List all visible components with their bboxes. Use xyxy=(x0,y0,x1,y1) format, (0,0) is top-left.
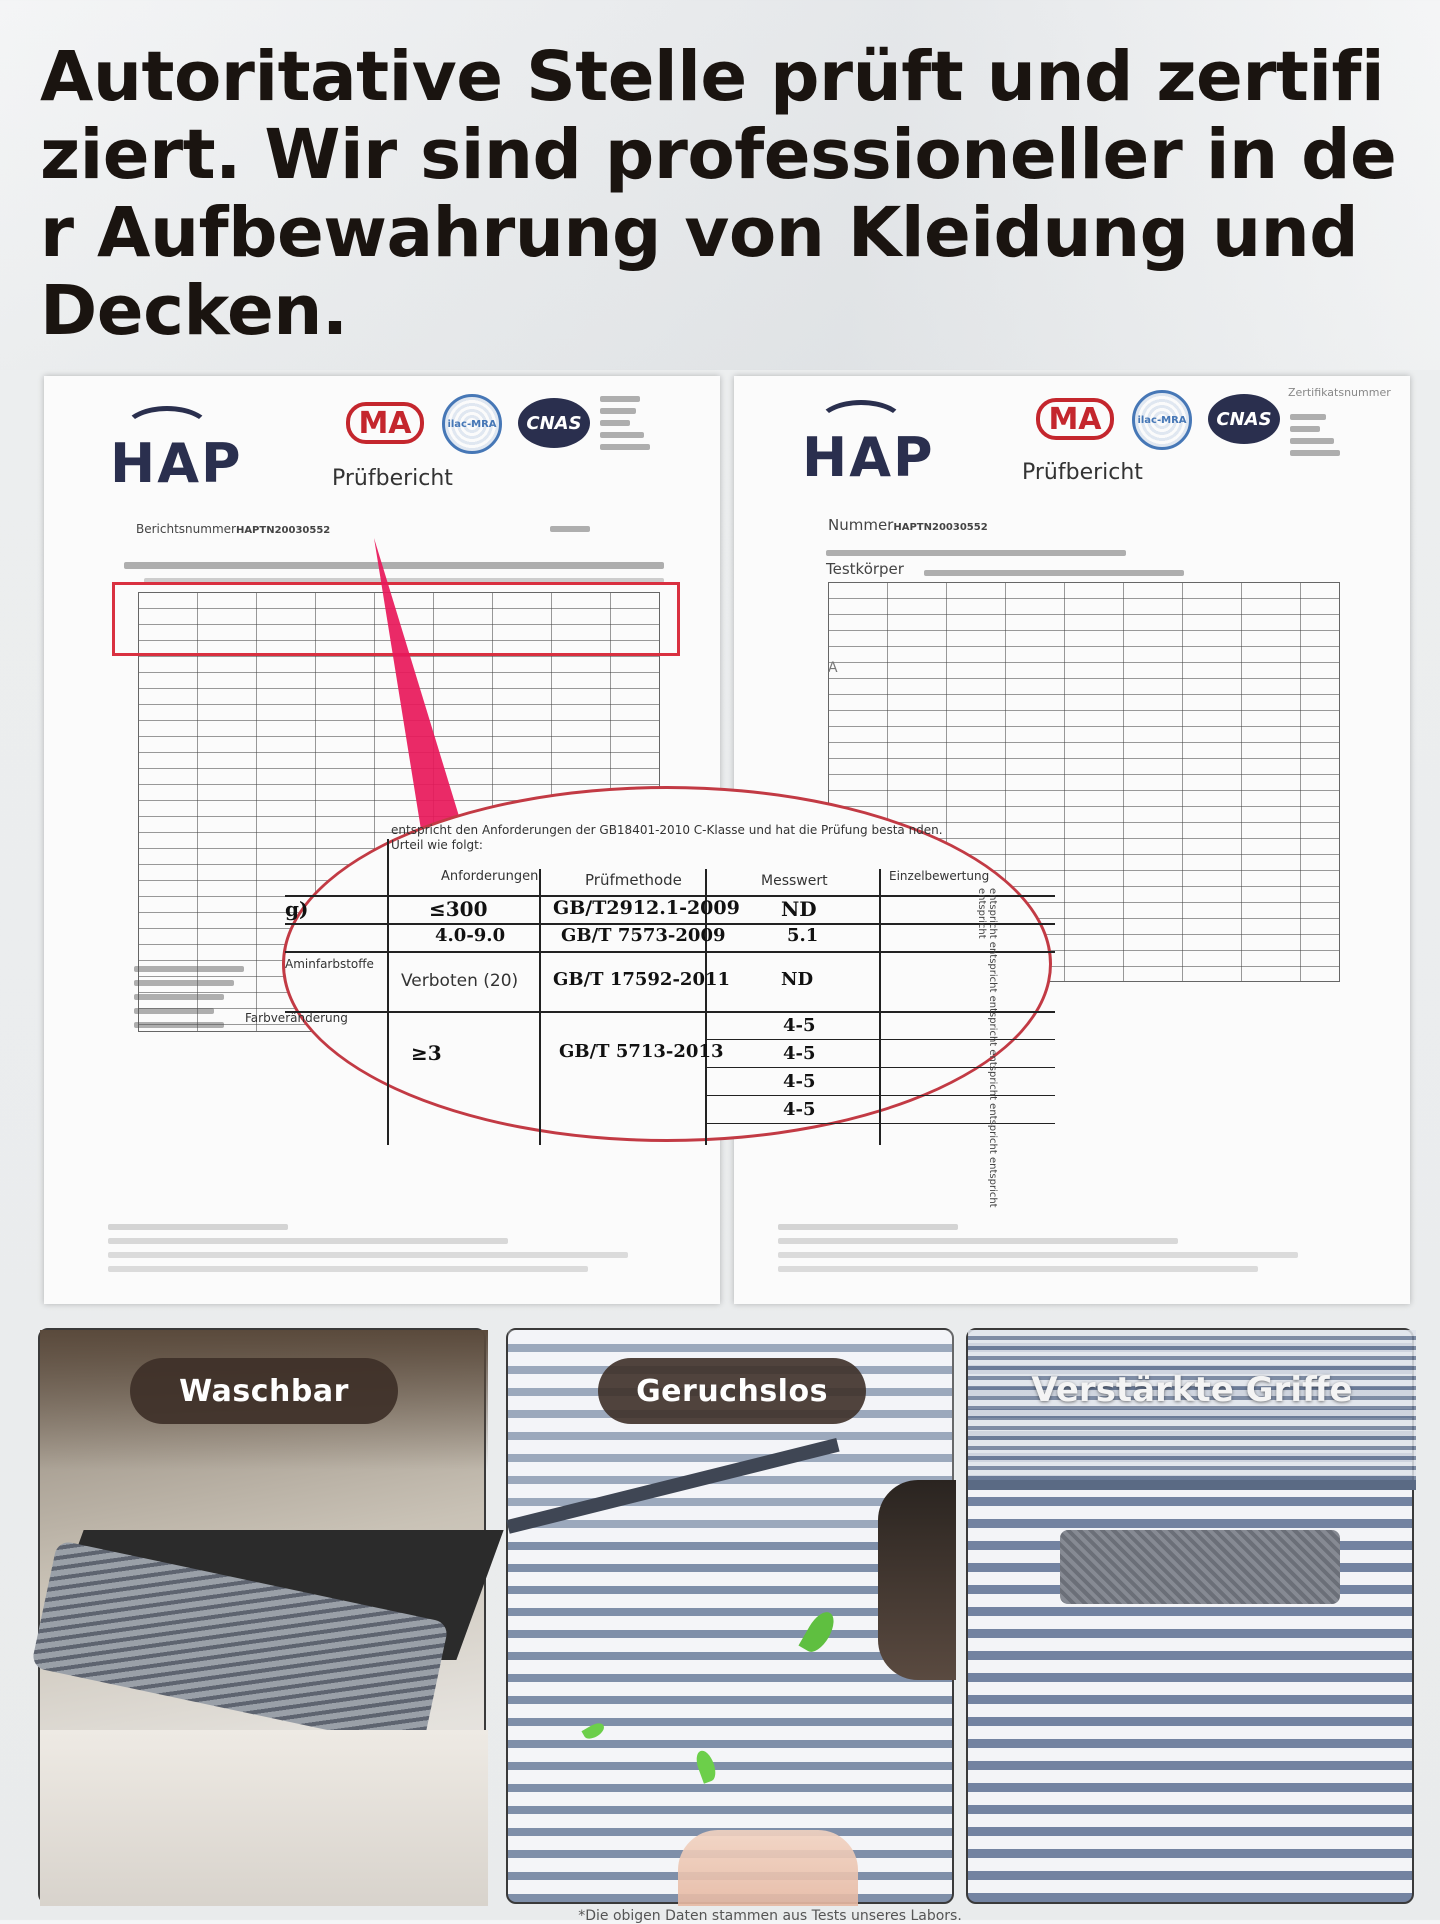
header-single-eval: Einzelbewertung xyxy=(889,869,990,883)
footer-text xyxy=(778,1216,1338,1280)
ilac-mra-logo: ilac-MRA xyxy=(1132,390,1192,450)
leaf-icon xyxy=(581,1720,607,1742)
row-line xyxy=(285,923,1055,925)
row-2-method: GB/T 7573-2009 xyxy=(561,925,726,946)
ilac-mra-logo: ilac-MRA xyxy=(442,394,502,454)
headline-line-3: r Aufbewahrung von Kleidung und xyxy=(40,193,1359,273)
counter-surface xyxy=(40,1730,488,1906)
row-1-method: GB/T2912.1-2009 xyxy=(553,897,740,919)
col-line xyxy=(879,869,881,1145)
magnifier-zoom: entspricht den Anforderungen der GB18401… xyxy=(245,786,1055,1145)
badge-reinforced-handles: Verstärkte Griffe xyxy=(1031,1370,1353,1410)
ma-logo: MA xyxy=(346,402,424,444)
cnas-logo: CNAS xyxy=(1208,394,1280,444)
hap-swoosh-icon xyxy=(816,400,906,450)
row-4-req: ≥3 xyxy=(411,1041,442,1065)
row-2-req: 4.0-9.0 xyxy=(435,925,506,946)
box-lid xyxy=(968,1330,1416,1480)
leaf-icon xyxy=(693,1748,719,1784)
header-measured: Messwert xyxy=(761,873,828,889)
headline-line-1: Autoritative Stelle prüft und zertifi xyxy=(40,37,1385,117)
footnote: *Die obigen Daten stammen aus Tests unse… xyxy=(578,1908,962,1924)
col-line xyxy=(387,839,389,1145)
marker-a: A xyxy=(828,660,838,676)
lid-seam xyxy=(968,1480,1416,1490)
footer-text xyxy=(108,1216,668,1280)
header-method: Prüfmethode xyxy=(585,871,682,889)
row-line xyxy=(285,895,1055,897)
header-line-2 xyxy=(924,570,1184,576)
extra-value-1: 4-5 xyxy=(783,1043,816,1064)
handle-icon xyxy=(1060,1530,1340,1604)
person-image xyxy=(878,1480,956,1680)
headline-line-4: Decken. xyxy=(40,271,348,351)
row-4-label: Farbveränderung xyxy=(245,1011,348,1025)
report-title: Prüfbericht xyxy=(1022,460,1143,485)
magnifier-intro: entspricht den Anforderungen der GB18401… xyxy=(391,823,943,852)
partial-unit: g) xyxy=(285,897,309,921)
report-number-label: NummerHAPTN20030552 xyxy=(828,516,988,534)
test-report-page-3: HAP MA ilac-MRA CNAS Zertifikatsnummer P… xyxy=(734,376,1410,1304)
badge-washable: Waschbar xyxy=(130,1358,398,1424)
notes-block xyxy=(134,958,274,1036)
hap-logo: HAP xyxy=(802,426,935,489)
row-1-value: ND xyxy=(781,897,817,921)
leaf-icon xyxy=(798,1607,840,1657)
conclusion-line xyxy=(124,562,664,569)
badge-odorless: Geruchslos xyxy=(598,1358,866,1424)
ma-logo: MA xyxy=(1036,398,1114,440)
hap-swoosh-icon xyxy=(122,406,212,456)
hand-image xyxy=(678,1830,858,1906)
row-2-value: 5.1 xyxy=(787,925,819,946)
extra-value-3: 4-5 xyxy=(783,1099,816,1120)
row-line xyxy=(285,1011,1055,1013)
row-1-req: ≤300 xyxy=(429,897,488,921)
accreditation-text xyxy=(1290,408,1360,462)
header-line xyxy=(826,550,1126,556)
panel-reinforced-handles: Verstärkte Griffe xyxy=(966,1328,1416,1904)
headline: Autoritative Stelle prüft und zertifi zi… xyxy=(40,37,1397,351)
row-line xyxy=(285,951,1055,953)
report-title: Prüfbericht xyxy=(332,466,453,491)
col-line xyxy=(539,869,541,1145)
magnifier-pointer xyxy=(374,538,462,836)
row-4-method: GB/T 5713-2013 xyxy=(559,1041,724,1062)
extra-value-2: 4-5 xyxy=(783,1071,816,1092)
cnas-logo: CNAS xyxy=(518,398,590,448)
row-3-label: Aminfarbstoffe xyxy=(285,957,374,971)
header-requirements: Anforderungen xyxy=(441,869,539,884)
panel-washable: Waschbar xyxy=(30,1328,504,1906)
row-3-req: Verboten (20) xyxy=(401,971,519,991)
col-line xyxy=(705,869,707,1145)
page-indicator xyxy=(550,526,590,532)
vertical-side-text: entspricht entspricht entspricht entspri… xyxy=(976,888,998,1208)
header-background xyxy=(0,0,1440,370)
row-3-method: GB/T 17592-2011 xyxy=(553,969,731,990)
conclusion-line-2 xyxy=(144,578,664,583)
certificate-number-label: Zertifikatsnummer xyxy=(1288,386,1391,399)
accreditation-text xyxy=(600,392,670,456)
headline-line-2: ziert. Wir sind professioneller in de xyxy=(40,115,1397,195)
row-4-value: 4-5 xyxy=(783,1015,816,1036)
sample-label: Testkörper xyxy=(826,560,904,578)
hap-logo: HAP xyxy=(110,432,243,495)
report-number-label: BerichtsnummerHAPTN20030552 xyxy=(136,522,331,536)
panel-odorless: Geruchslos xyxy=(506,1328,956,1906)
row-3-value: ND xyxy=(781,969,814,990)
